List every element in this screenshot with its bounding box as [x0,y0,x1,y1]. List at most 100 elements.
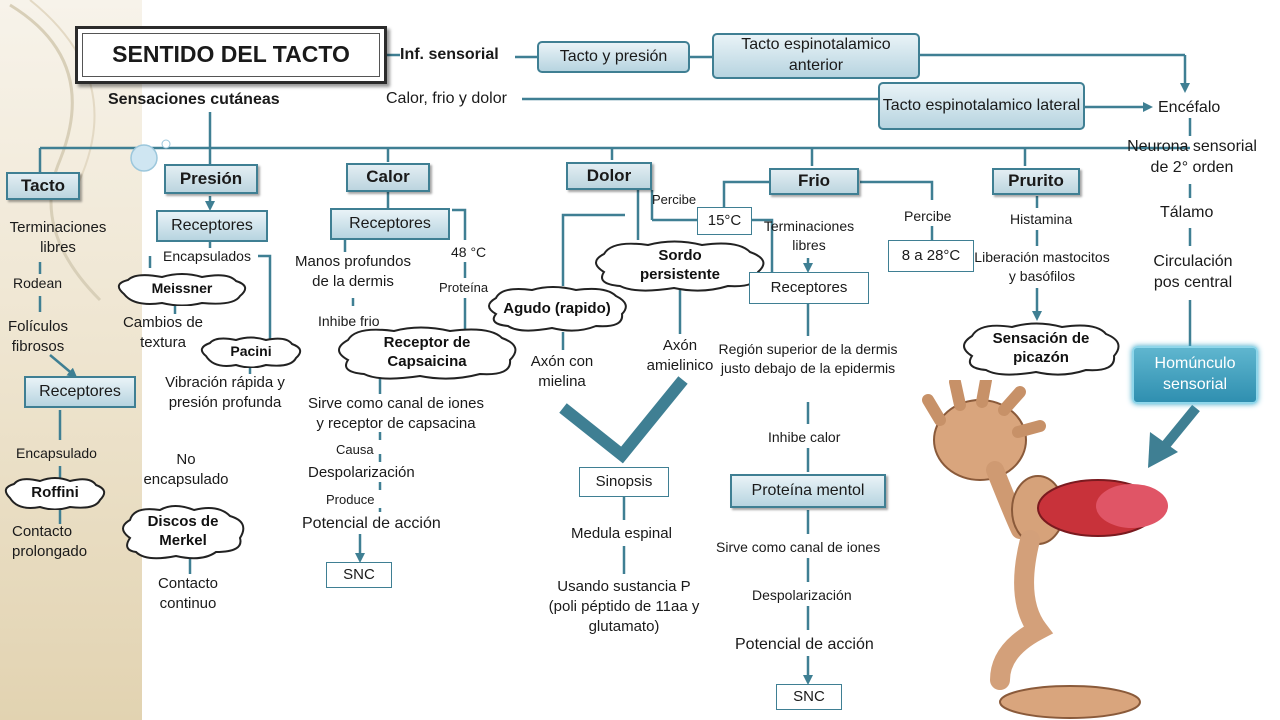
calor-receptores-box: Receptores [330,208,450,240]
tacto-receptores-text: Receptores [39,382,121,400]
capsaicina-text: Receptor de Capsaicina [383,334,471,370]
discos-merkel-text: Discos de Merkel [147,513,219,549]
picazon-text: Sensación de picazón [992,330,1090,366]
presion-vibracion: Vibración rápida y presión profunda [165,374,285,411]
calor-causa: Causa [336,442,374,457]
dolor-percibe: Percibe [652,192,697,207]
tacto-header-text: Tacto [20,175,66,195]
picazon-cloud: Sensación de picazón [956,322,1126,376]
talamo-label: Tálamo [1160,204,1214,221]
tacto-terminaciones: Terminaciones libres [9,219,107,256]
agudo-text: Agudo (rapido) [503,299,611,317]
dolor-axon-amielinico: Axón amielinico [646,337,714,374]
tacto-receptores-box: Receptores [24,376,136,408]
presion-cambios: Cambios de textura [122,314,204,351]
tacto-presion-text: Tacto y presión [559,47,668,65]
homunculo-text: Homúnculo sensorial [1154,355,1236,393]
calor-sirve: Sirve como canal de iones y receptor de … [308,395,484,432]
presion-header: Presión [164,164,258,194]
prurito-header: Prurito [992,168,1080,195]
proteina-mentol-box: Proteína mentol [730,474,886,508]
calor-header-text: Calor [366,167,410,187]
frio-snc-text: SNC [793,688,825,706]
page-title: SENTIDO DEL TACTO [75,26,387,84]
frio-15-box: 15°C [697,207,752,235]
frio-potencial: Potencial de acción [735,636,874,653]
presion-receptores-text: Receptores [171,216,253,234]
frio-header: Frio [769,168,859,195]
calor-proteina: Proteína [439,280,489,295]
agudo-cloud: Agudo (rapido) [482,286,632,332]
calor-receptores-text: Receptores [349,214,431,232]
title-text: SENTIDO DEL TACTO [112,41,350,68]
proteina-mentol-text: Proteína mentol [751,481,865,499]
frio-despolarizacion: Despolarización [752,587,852,603]
calor-potencial: Potencial de acción [302,515,441,532]
prurito-histamina: Histamina [1010,211,1073,227]
tacto-contacto-prolongado: Contacto prolongado [12,523,88,560]
frio-sirve: Sirve como canal de iones [716,539,881,555]
tacto-rodean: Rodean [13,275,63,291]
frio-region: Región superior de la dermis justo debaj… [718,341,898,376]
sordo-text: Sordo persistente [639,247,721,283]
circulacion-label: Circulación pos central [1153,253,1233,292]
tacto-encapsulado: Encapsulado [16,445,97,461]
espino-anterior-box: Tacto espinotalamico anterior [712,33,920,79]
tacto-no-encapsulado: No encapsulado [143,451,229,488]
homunculo-box: Homúnculo sensorial [1132,346,1258,404]
calor-snc-text: SNC [343,566,375,584]
frio-receptores-box: Receptores [749,272,869,304]
presion-header-text: Presión [179,168,243,188]
frio-15-text: 15°C [707,212,742,230]
tacto-header: Tacto [6,172,80,200]
dolor-header: Dolor [566,162,652,190]
tacto-presion-box: Tacto y presión [537,41,690,73]
frio-inhibe: Inhibe calor [768,429,841,445]
prurito-liberacion: Liberación mastocitos y basófilos [974,249,1110,284]
frio-rango-text: 8 a 28°C [901,247,961,265]
sensaciones-label: Sensaciones cutáneas [108,91,280,108]
pacini-cloud: Pacini [196,336,306,368]
inf-sensorial-label: Inf. sensorial [400,46,499,63]
espino-anterior-text: Tacto espinotalamico anterior [741,36,891,74]
dolor-medula: Medula espinal [571,525,672,542]
sordo-cloud: Sordo persistente [588,240,772,292]
meissner-text: Meissner [151,280,213,297]
tacto-contacto-continuo: Contacto continuo [157,575,219,612]
calor-produce: Produce [326,492,375,507]
tacto-foliculos: Folículos fibrosos [7,318,69,355]
sinopsis-box: Sinopsis [579,467,669,497]
sinopsis-text: Sinopsis [595,473,653,491]
calor-snc-box: SNC [326,562,392,588]
dolor-sustancia: Usando sustancia P (poli péptido de 11aa… [548,578,700,635]
espino-lateral-text: Tacto espinotalamico lateral [882,96,1081,114]
calor-temp: 48 °C [451,244,487,260]
dolor-axon-mielina: Axón con mielina [530,353,594,390]
frio-percibe: Percibe [904,208,952,224]
frio-rango-box: 8 a 28°C [888,240,974,272]
prurito-header-text: Prurito [1008,171,1064,191]
calor-header: Calor [346,163,430,192]
espino-lateral-box: Tacto espinotalamico lateral [878,82,1085,130]
calor-despolarizacion: Despolarización [308,464,415,481]
calor-frio-dolor-label: Calor, frio y dolor [386,90,507,107]
encefalo-label: Encéfalo [1158,99,1221,116]
roffini-text: Roffini [31,483,79,501]
discos-merkel-cloud: Discos de Merkel [116,504,250,560]
calor-manos: Manos profundos de la dermis [295,253,411,290]
frio-snc-box: SNC [776,684,842,710]
frio-receptores-text: Receptores [770,279,848,297]
homunculus-figure [922,380,1168,719]
calor-inhibe: Inhibe frio [318,313,380,329]
presion-receptores-box: Receptores [156,210,268,242]
pacini-text: Pacini [230,343,272,360]
meissner-cloud: Meissner [112,272,252,306]
neurona-label: Neurona sensorial de 2° orden [1127,138,1257,177]
capsaicina-cloud: Receptor de Capsaicina [330,326,524,380]
frio-terminaciones: Terminaciones libres [763,218,855,253]
roffini-cloud: Roffini [0,476,110,510]
dolor-header-text: Dolor [586,165,632,185]
frio-header-text: Frio [797,171,831,191]
presion-encapsulados: Encapsulados [163,248,251,264]
